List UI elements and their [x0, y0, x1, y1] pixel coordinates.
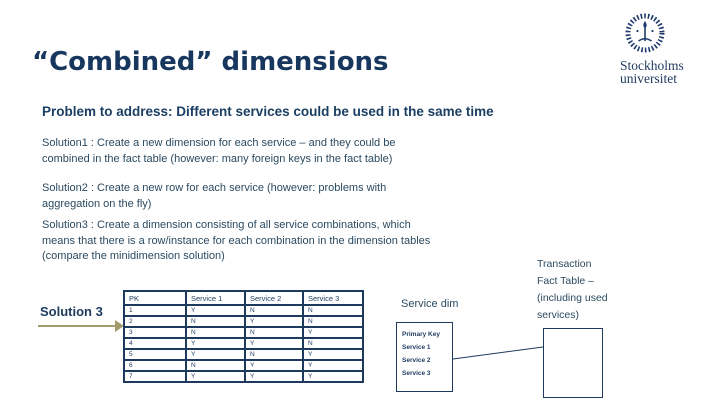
solution2-paragraph: Solution2 : Create a new row for each se… [42, 182, 387, 210]
university-seal-icon [625, 13, 665, 53]
service-dim-box: Primary Key Service 1 Service 2 Service … [396, 322, 453, 392]
university-name: Stockholms universitet [620, 58, 710, 86]
dim-field-service2: Service 2 [402, 357, 431, 364]
table-cell: Y [185, 370, 246, 383]
table-row: 4 Y Y N [123, 337, 364, 350]
table-header-cell: Service 3 [302, 290, 364, 306]
problem-heading: Problem to address: Different services c… [42, 104, 494, 119]
table-cell: N [302, 315, 364, 328]
table-cell: N [302, 304, 364, 317]
table-cell: N [302, 337, 364, 350]
table-row: 5 Y N Y [123, 348, 364, 361]
table-header-row: PK Service 1 Service 2 Service 3 [123, 290, 364, 306]
fact-table-label: Transaction Fact Table – (including used… [537, 258, 608, 321]
dim-field-service1: Service 1 [402, 344, 431, 351]
table-cell: Y [302, 326, 364, 339]
table-header-cell: Service 1 [185, 290, 246, 306]
table-cell: Y [244, 337, 304, 350]
arrow-right-icon [38, 325, 116, 327]
table-row: 7 Y Y Y [123, 370, 364, 383]
table-cell: N [185, 315, 246, 328]
table-cell: N [244, 348, 304, 361]
table-cell: N [185, 359, 246, 372]
fact-table-box [543, 328, 603, 398]
university-logo: Stockholms universitet [620, 10, 710, 85]
table-cell: Y [185, 304, 246, 317]
slide-title: “Combined” dimensions [32, 47, 389, 77]
arrow-right-head-icon [115, 320, 124, 332]
table-cell: Y [244, 370, 304, 383]
dim-field-primary-key: Primary Key [402, 331, 440, 338]
table-cell: 1 [123, 304, 187, 317]
table-cell: Y [302, 370, 364, 383]
table-header-cell: Service 2 [244, 290, 304, 306]
university-name-line1: Stockholms [620, 58, 684, 73]
service-combination-table: PK Service 1 Service 2 Service 3 1 Y N N… [123, 290, 364, 383]
table-cell: 3 [123, 326, 187, 339]
dim-field-service3: Service 3 [402, 370, 431, 377]
table-row: 6 N Y Y [123, 359, 364, 372]
table-cell: Y [244, 359, 304, 372]
table-cell: 5 [123, 348, 187, 361]
table-cell: N [185, 326, 246, 339]
table-cell: 6 [123, 359, 187, 372]
table-row: 3 N N Y [123, 326, 364, 339]
solution1-paragraph: Solution1 : Create a new dimension for e… [42, 137, 396, 165]
table-header-cell: PK [123, 290, 187, 306]
table-cell: Y [302, 348, 364, 361]
university-name-line2: universitet [620, 71, 677, 86]
solution3-label: Solution 3 [40, 304, 103, 319]
table-row: 2 N Y N [123, 315, 364, 328]
table-row: 1 Y N N [123, 304, 364, 317]
service-dim-label: Service dim [401, 298, 459, 310]
table-cell: 2 [123, 315, 187, 328]
table-cell: Y [185, 337, 246, 350]
table-cell: Y [185, 348, 246, 361]
table-cell: 7 [123, 370, 187, 383]
table-cell: Y [302, 359, 364, 372]
table-cell: 4 [123, 337, 187, 350]
solution3-paragraph: Solution3 : Create a dimension consistin… [42, 219, 431, 262]
table-cell: N [244, 304, 304, 317]
table-cell: N [244, 326, 304, 339]
table-cell: Y [244, 315, 304, 328]
